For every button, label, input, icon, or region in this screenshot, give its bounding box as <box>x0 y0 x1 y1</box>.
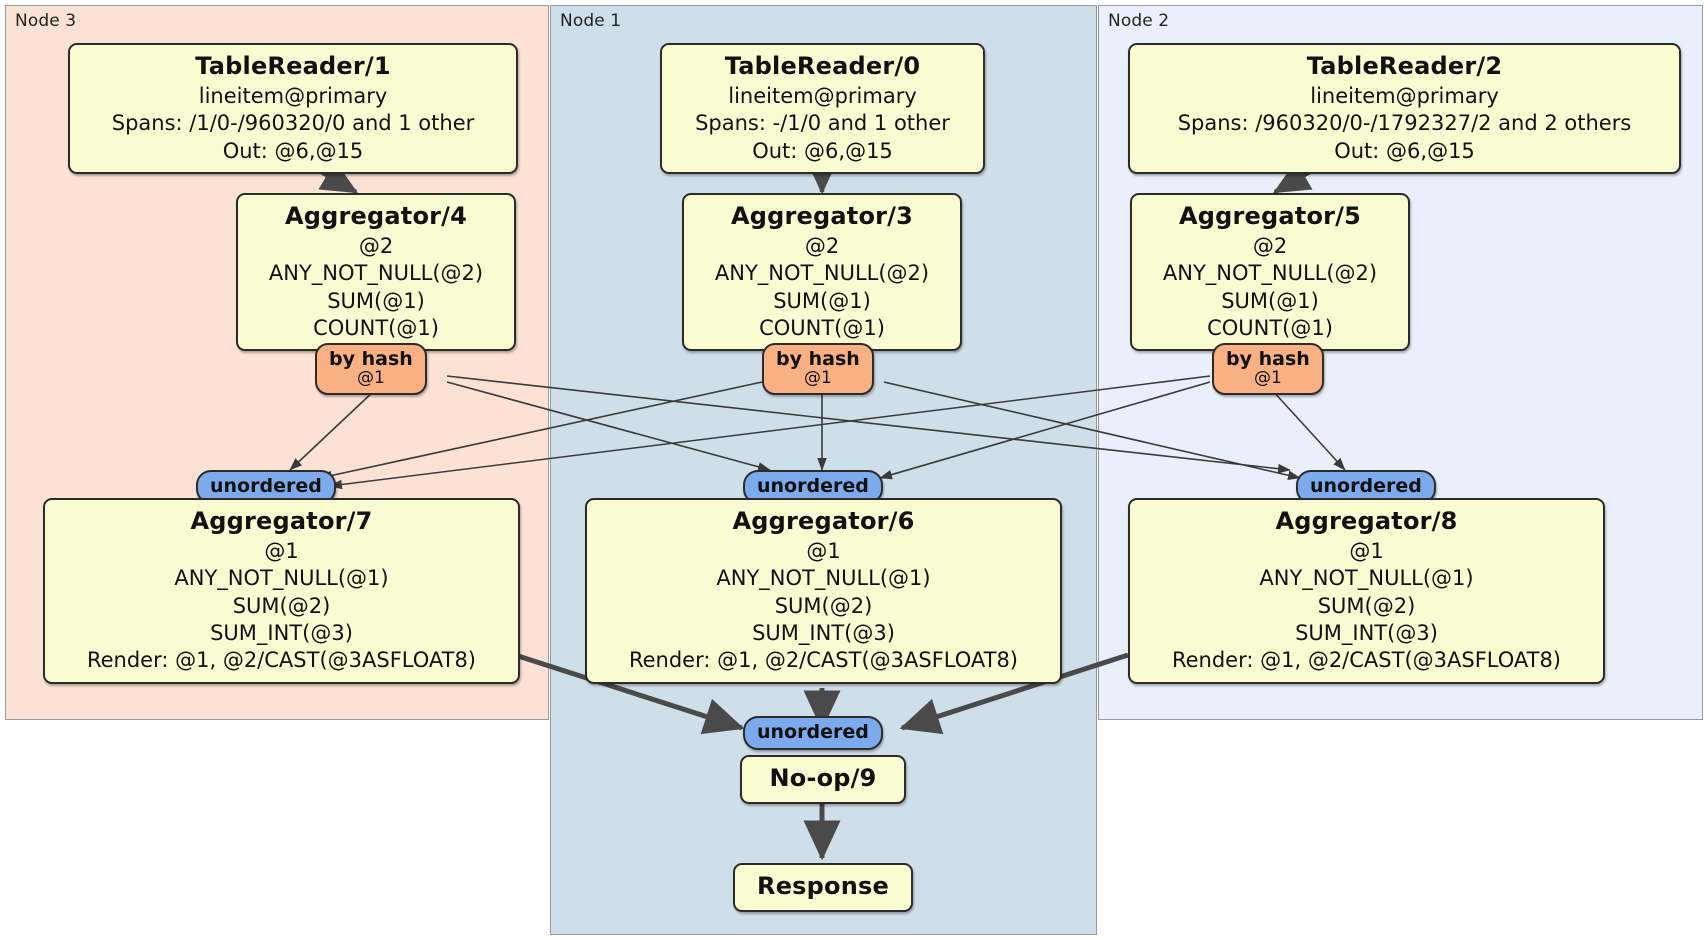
synchronizer-label: unordered <box>757 475 869 497</box>
hash-router-label: by hash <box>329 348 413 370</box>
processor-detail-out: Out: @6,@15 <box>222 138 364 163</box>
processor-render: Render: @1, @2/CAST(@3ASFLOAT8) <box>628 648 1019 673</box>
hash-router-column: @1 <box>1253 368 1282 389</box>
hash-router-center[interactable]: by hash @1 <box>762 343 874 396</box>
processor-agg-fn-2: SUM(@1) <box>327 288 425 313</box>
processor-agg-fn-3: SUM_INT(@3) <box>210 621 353 646</box>
processor-aggregator-4[interactable]: Aggregator/4 @2 ANY_NOT_NULL(@2) SUM(@1)… <box>236 193 516 352</box>
processor-agg-fn-3: SUM_INT(@3) <box>752 621 895 646</box>
processor-agg-fn-2: SUM(@2) <box>232 593 331 618</box>
processor-detail-table: lineitem@primary <box>728 84 917 109</box>
processor-title: TableReader/2 <box>1306 52 1503 80</box>
node-group-label-node3: Node 3 <box>15 11 77 31</box>
processor-agg-fn-1: ANY_NOT_NULL(@1) <box>716 566 931 591</box>
processor-table-reader-1[interactable]: TableReader/1 lineitem@primary Spans: /1… <box>68 43 518 175</box>
processor-detail-spans: Spans: /960320/0-/1792327/2 and 2 others <box>1177 111 1632 136</box>
processor-agg-fn-1: ANY_NOT_NULL(@2) <box>268 261 484 286</box>
synchronizer-label: unordered <box>1310 475 1422 497</box>
processor-title: Aggregator/7 <box>190 507 373 535</box>
synchronizer-label: unordered <box>210 475 322 497</box>
hash-router-label: by hash <box>1226 348 1310 370</box>
processor-title: Aggregator/4 <box>284 202 468 230</box>
processor-title: Aggregator/3 <box>730 202 914 230</box>
processor-detail-spans: Spans: -/1/0 and 1 other <box>695 111 950 136</box>
processor-title: Response <box>757 872 889 900</box>
processor-agg-fn-1: ANY_NOT_NULL(@2) <box>1162 261 1378 286</box>
processor-title: Aggregator/6 <box>732 507 915 535</box>
processor-group-cols: @1 <box>1349 539 1384 564</box>
processor-title: TableReader/1 <box>195 52 391 80</box>
hash-router-column: @1 <box>803 368 832 389</box>
processor-render: Render: @1, @2/CAST(@3ASFLOAT8) <box>86 648 477 673</box>
processor-detail-out: Out: @6,@15 <box>1334 138 1475 163</box>
processor-table-reader-2[interactable]: TableReader/2 lineitem@primary Spans: /9… <box>1128 43 1681 175</box>
node-group-label-node2: Node 2 <box>1108 11 1170 31</box>
processor-aggregator-3[interactable]: Aggregator/3 @2 ANY_NOT_NULL(@2) SUM(@1)… <box>682 193 962 352</box>
processor-detail-table: lineitem@primary <box>1310 84 1499 109</box>
processor-table-reader-0[interactable]: TableReader/0 lineitem@primary Spans: -/… <box>660 43 985 175</box>
processor-agg-fn-1: ANY_NOT_NULL(@1) <box>174 566 389 591</box>
processor-agg-fn-2: SUM(@2) <box>1317 593 1416 618</box>
processor-group-cols: @2 <box>804 234 840 259</box>
processor-aggregator-8[interactable]: Aggregator/8 @1 ANY_NOT_NULL(@1) SUM(@2)… <box>1128 498 1605 684</box>
processor-agg-fn-2: SUM(@1) <box>1221 288 1319 313</box>
processor-group-cols: @1 <box>806 539 841 564</box>
hash-router-left[interactable]: by hash @1 <box>315 343 427 396</box>
processor-agg-fn-2: SUM(@1) <box>773 288 871 313</box>
processor-agg-fn-3: COUNT(@1) <box>313 316 439 341</box>
node-group-label-node1: Node 1 <box>560 11 622 31</box>
processor-group-cols: @1 <box>264 539 299 564</box>
synchronizer-unordered-final[interactable]: unordered <box>743 716 883 751</box>
hash-router-column: @1 <box>356 368 385 389</box>
processor-no-op-9[interactable]: No-op/9 <box>740 755 906 805</box>
processor-agg-fn-1: ANY_NOT_NULL(@1) <box>1259 566 1474 591</box>
processor-agg-fn-3: COUNT(@1) <box>759 316 885 341</box>
hash-router-right[interactable]: by hash @1 <box>1212 343 1324 396</box>
processor-group-cols: @2 <box>358 234 394 259</box>
processor-aggregator-6[interactable]: Aggregator/6 @1 ANY_NOT_NULL(@1) SUM(@2)… <box>585 498 1062 684</box>
processor-title: No-op/9 <box>769 764 877 792</box>
hash-router-label: by hash <box>776 348 860 370</box>
processor-group-cols: @2 <box>1252 234 1288 259</box>
processor-agg-fn-3: SUM_INT(@3) <box>1295 621 1438 646</box>
synchronizer-label: unordered <box>757 721 869 743</box>
processor-detail-out: Out: @6,@15 <box>752 138 893 163</box>
processor-response[interactable]: Response <box>733 863 913 913</box>
processor-title: TableReader/0 <box>724 52 921 80</box>
processor-aggregator-5[interactable]: Aggregator/5 @2 ANY_NOT_NULL(@2) SUM(@1)… <box>1130 193 1410 352</box>
processor-detail-spans: Spans: /1/0-/960320/0 and 1 other <box>111 111 475 136</box>
processor-aggregator-7[interactable]: Aggregator/7 @1 ANY_NOT_NULL(@1) SUM(@2)… <box>43 498 520 684</box>
processor-agg-fn-1: ANY_NOT_NULL(@2) <box>714 261 930 286</box>
processor-agg-fn-3: COUNT(@1) <box>1207 316 1333 341</box>
processor-title: Aggregator/8 <box>1275 507 1458 535</box>
processor-title: Aggregator/5 <box>1178 202 1362 230</box>
processor-render: Render: @1, @2/CAST(@3ASFLOAT8) <box>1171 648 1562 673</box>
processor-agg-fn-2: SUM(@2) <box>774 593 873 618</box>
processor-detail-table: lineitem@primary <box>198 84 388 109</box>
